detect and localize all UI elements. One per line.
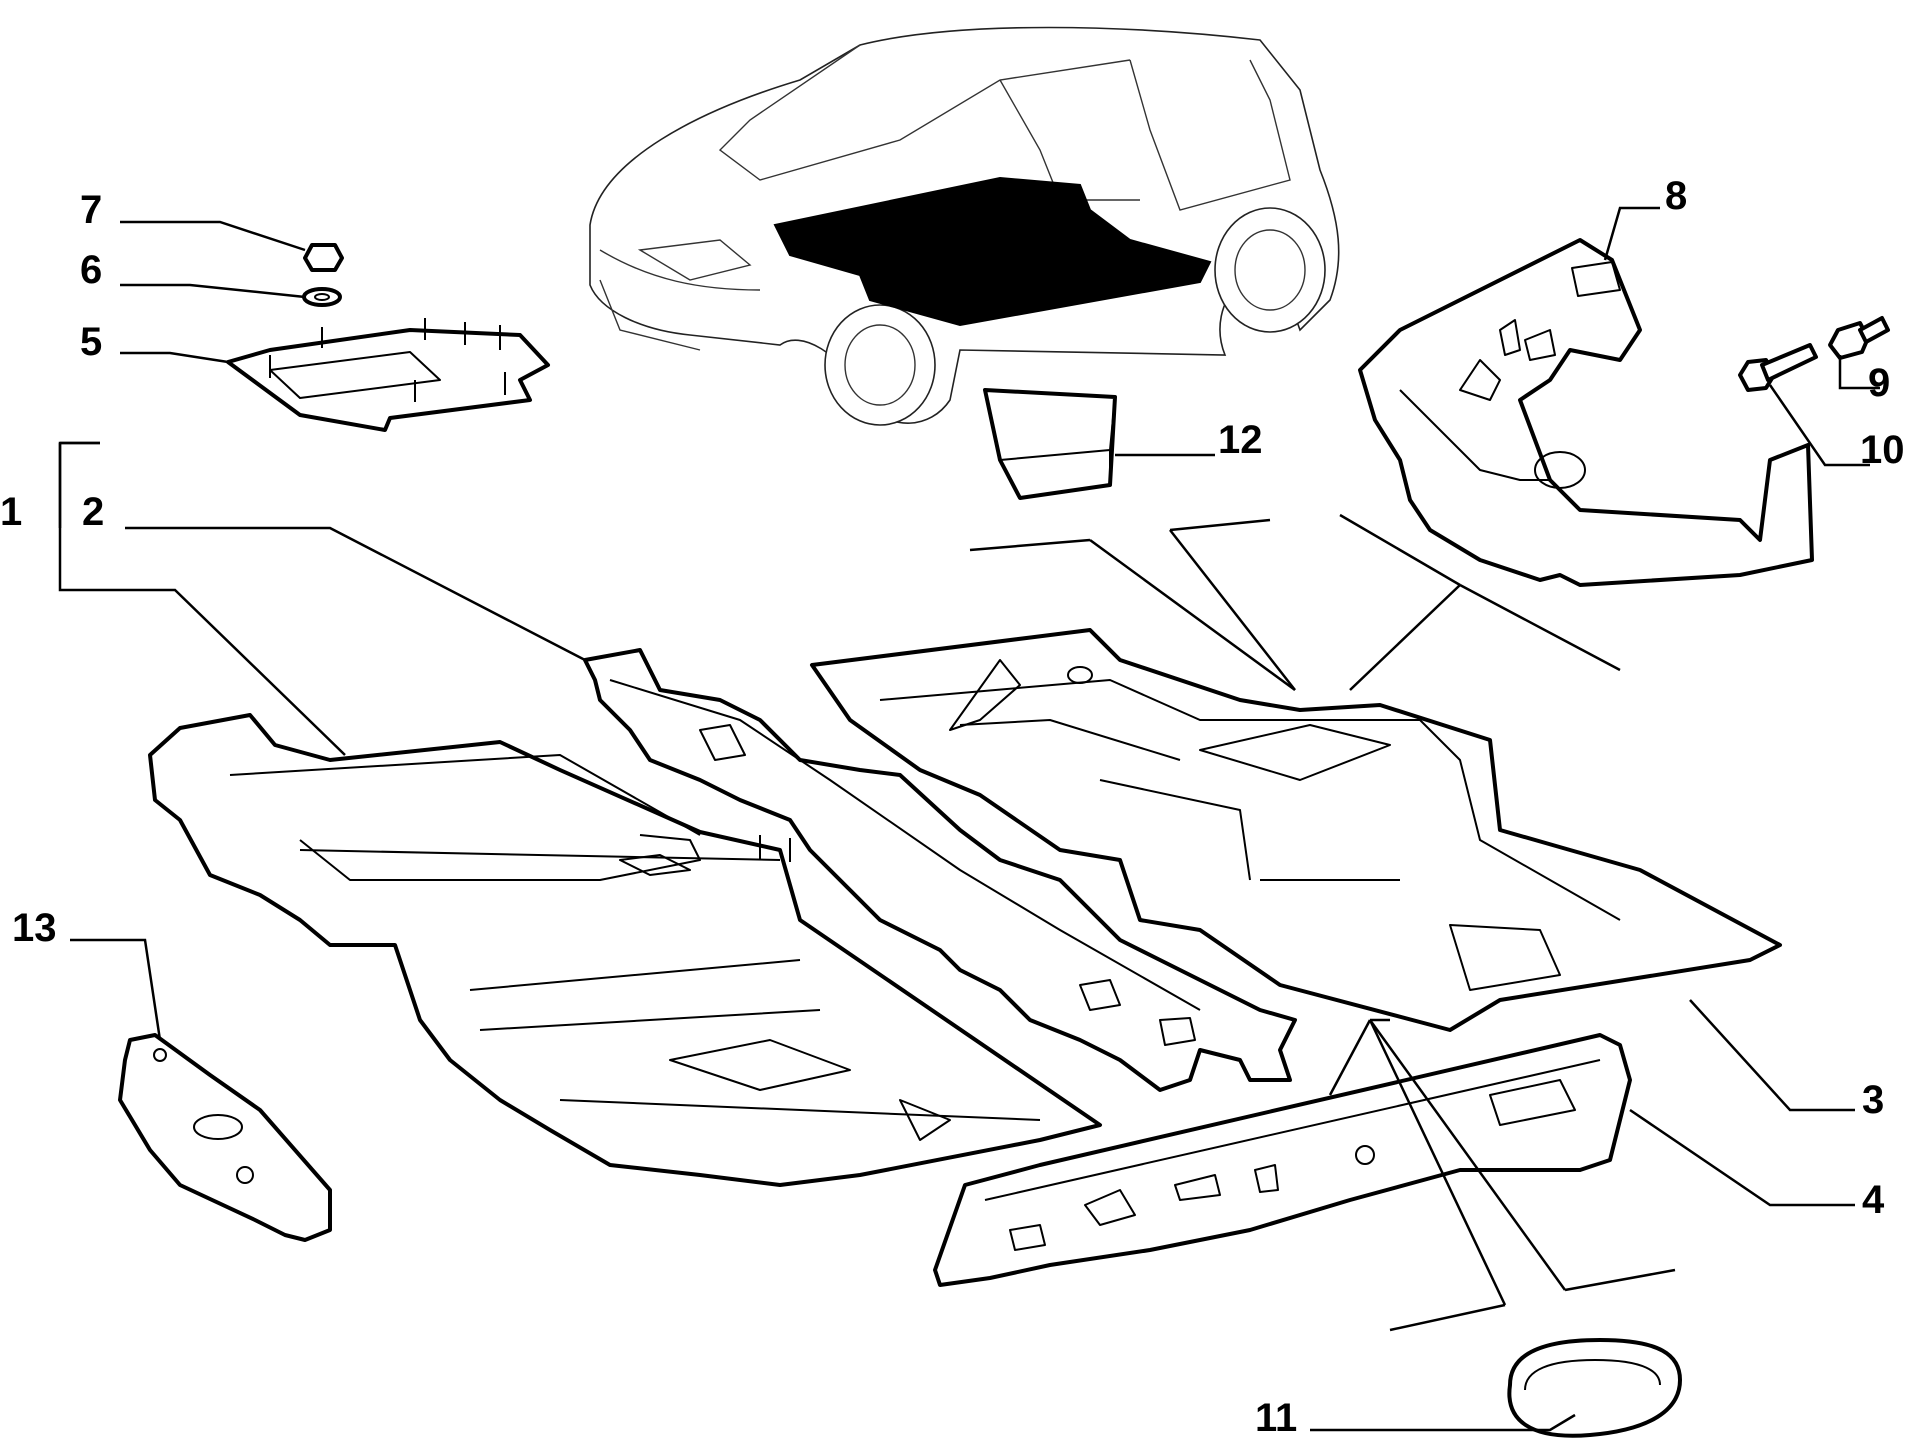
part-1-floor-pan — [148, 713, 1102, 1187]
part-8-bracket — [1358, 238, 1814, 587]
callout-8: 8 — [1665, 174, 1688, 218]
callout-1: 1 — [0, 490, 23, 534]
part-4-side-rail — [933, 1033, 1632, 1287]
callout-12: 12 — [1218, 418, 1263, 462]
callout-3: 3 — [1862, 1078, 1885, 1122]
callout-7: 7 — [80, 188, 103, 232]
part-5-plate — [226, 318, 550, 432]
part-6-washer — [302, 287, 342, 307]
part-13-brace — [118, 1033, 332, 1242]
callout-5: 5 — [80, 320, 103, 364]
part-2-tunnel — [583, 648, 1297, 1092]
leader-lines — [58, 206, 1880, 1432]
part-12-block — [983, 388, 1117, 500]
part-11-plug — [1507, 1338, 1682, 1438]
callout-11: 11 — [1255, 1396, 1298, 1440]
sound-insulation-pad — [773, 176, 1212, 327]
part-3-rear-floor — [810, 628, 1782, 1032]
callout-10: 10 — [1860, 428, 1905, 472]
callout-9: 9 — [1868, 361, 1891, 405]
callout-13: 13 — [12, 906, 57, 950]
callout-6: 6 — [80, 248, 103, 292]
part-9-bolt — [1828, 316, 1890, 360]
part-7-nut — [303, 243, 344, 272]
callout-4: 4 — [1862, 1178, 1885, 1222]
callout-2: 2 — [82, 490, 105, 534]
part-10-screw — [1738, 343, 1818, 392]
car-illustration — [589, 26, 1340, 426]
